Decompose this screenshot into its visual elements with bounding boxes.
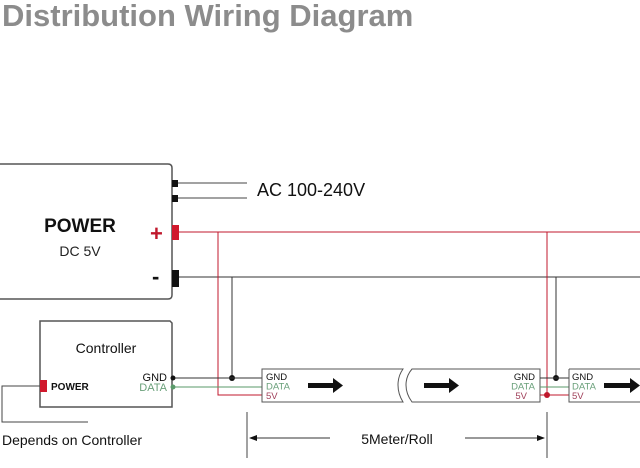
- power-supply-voltage: DC 5V: [59, 243, 101, 259]
- minus-sign: -: [152, 264, 159, 289]
- dimension-left-arrow-icon: [249, 435, 257, 441]
- bus-wires: [179, 231, 640, 398]
- controller-gnd-label: GND: [143, 372, 168, 384]
- strip-segment-1: GND DATA 5V: [261, 368, 404, 403]
- strip-segment-2: GND DATA 5V: [405, 368, 541, 403]
- strip-segment-2-body: [405, 368, 541, 403]
- dimension-label: 5Meter/Roll: [361, 431, 433, 447]
- positive-terminal: [172, 225, 179, 240]
- strip1-direction-arrow-icon: [308, 378, 343, 393]
- strip-segment-3: GND DATA 5V: [568, 368, 640, 403]
- strip2-data-label: DATA: [511, 382, 536, 393]
- drop1-5v-wire: [217, 232, 262, 396]
- power-supply-title: POWER: [44, 216, 116, 237]
- strip3-gnd-label: GND: [572, 372, 593, 383]
- power-supply: POWER DC 5V AC 100-240V + -: [0, 163, 365, 300]
- controller-power-note: Depends on Controller: [2, 432, 142, 448]
- controller-box: [39, 320, 173, 408]
- controller-power-wire: [1, 385, 88, 423]
- diagram-title: Distribution Wiring Diagram: [2, 0, 413, 33]
- ac-input-label: AC 100-240V: [257, 180, 365, 200]
- strip2-gnd-label: GND: [514, 372, 535, 383]
- controller-title: Controller: [76, 340, 137, 356]
- controller-data-label: DATA: [139, 382, 167, 394]
- strip1-data-label: DATA: [266, 382, 291, 393]
- controller-gnd-pin: [170, 375, 176, 381]
- strip3-5v-label: 5V: [572, 391, 584, 402]
- roll-length-dimension: 5Meter/Roll: [246, 412, 548, 458]
- dimension-right-arrow-icon: [537, 435, 545, 441]
- strip2-5v-label: 5V: [515, 391, 527, 402]
- strip3-data-label: DATA: [572, 382, 597, 393]
- controller-data-pin: [170, 384, 176, 390]
- plus-sign: +: [150, 221, 163, 246]
- strip3-direction-arrow-icon: [604, 378, 640, 393]
- controller-power-terminal: [40, 380, 47, 392]
- controller-power-label: POWER: [51, 382, 90, 393]
- strip2-direction-arrow-icon: [424, 378, 459, 393]
- strip1-gnd-label: GND: [266, 372, 287, 383]
- controller: Controller POWER GND DATA Depends on Con…: [1, 320, 176, 448]
- negative-terminal: [172, 270, 179, 287]
- ac-terminal-2: [172, 195, 178, 202]
- strip1-5v-label: 5V: [266, 391, 278, 402]
- ac-terminal-1: [172, 180, 178, 187]
